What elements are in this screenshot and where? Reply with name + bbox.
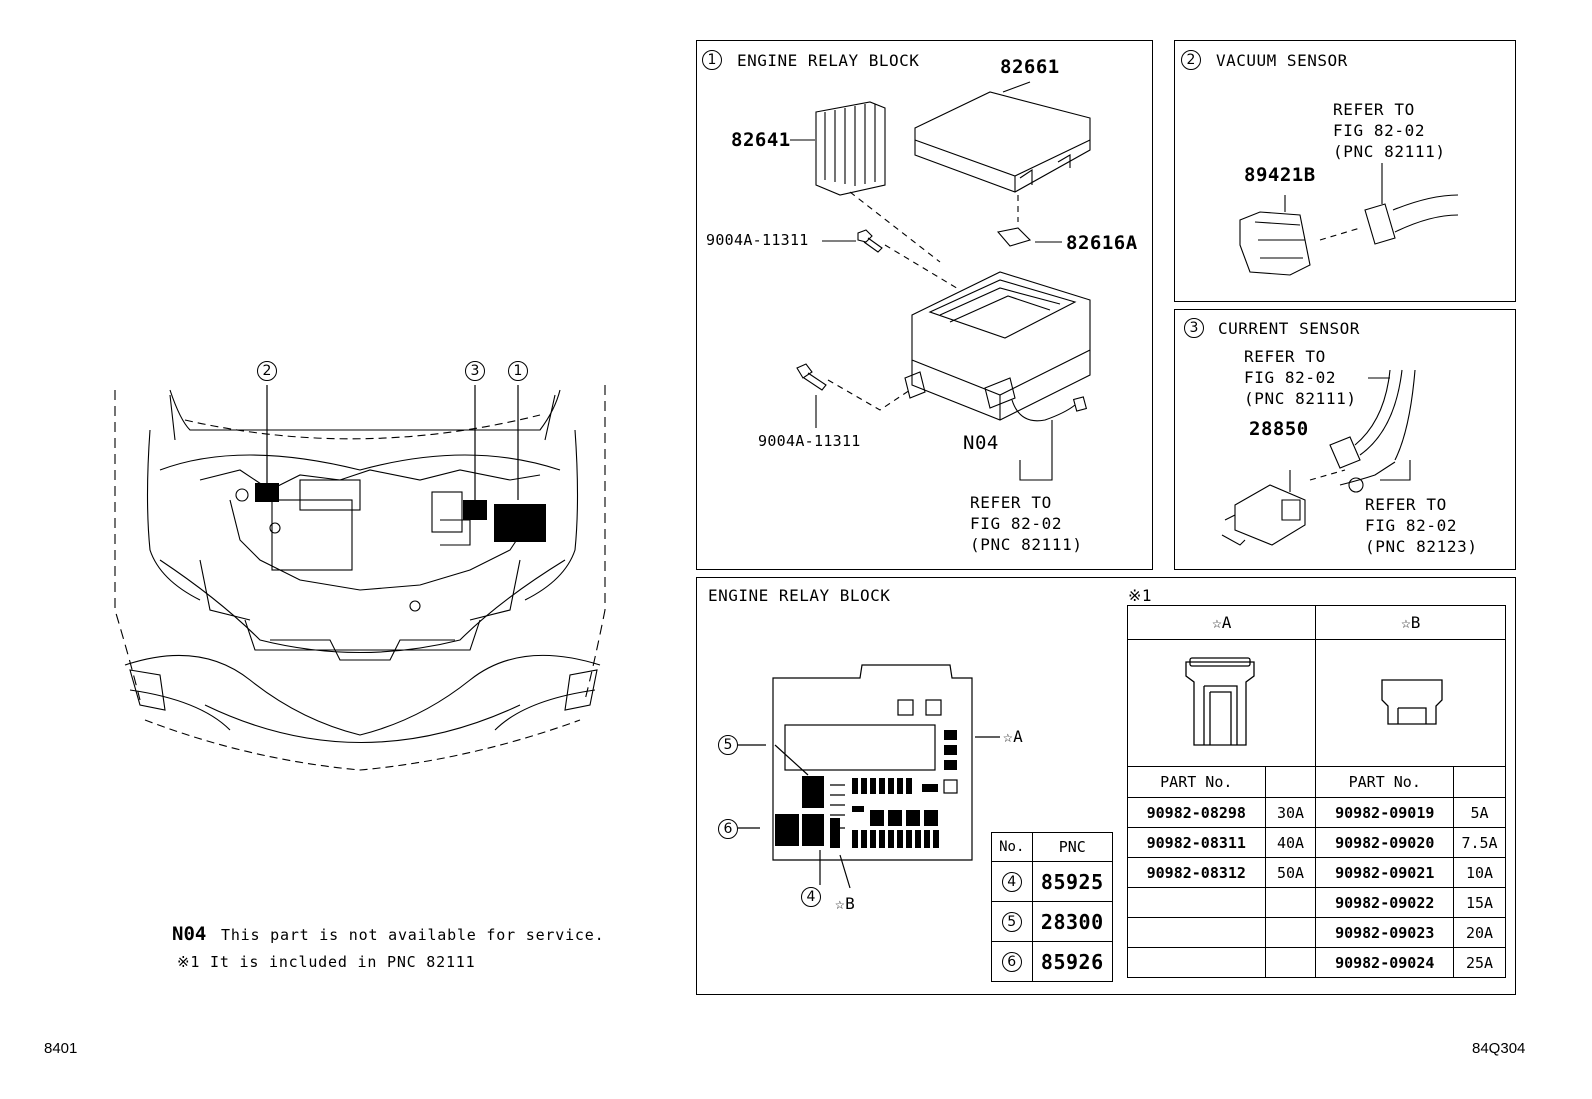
fuse-b-part: 90982-09019 — [1315, 797, 1455, 828]
panel3-title: CURRENT SENSOR — [1218, 319, 1360, 338]
fuse-a-amp — [1264, 887, 1317, 918]
panel2-number: 2 — [1181, 50, 1201, 70]
fuse-a-part — [1127, 947, 1266, 978]
star-b-label: ☆B — [835, 894, 856, 913]
fuse-a-part-label: PART No. — [1127, 766, 1266, 798]
note-mark-1: ※1 — [1128, 586, 1153, 605]
panel-relay-layout — [696, 577, 1516, 995]
fuse-b-amp: 7.5A — [1453, 827, 1506, 858]
fuse-a-amp-label — [1264, 766, 1317, 798]
relay-layout-drawing — [738, 664, 1000, 889]
pnc-row-no-badge: 4 — [1001, 871, 1022, 892]
fuse-a-part: 90982-08311 — [1127, 827, 1266, 858]
relay-layout-fills — [255, 483, 957, 848]
fuse-b-image-cell — [1315, 639, 1506, 767]
car-front-drawing — [114, 385, 606, 771]
pnc-row-no: 4 — [991, 861, 1033, 902]
panel-vacuum-sensor — [1174, 40, 1516, 302]
callout-3: 3 — [465, 361, 485, 381]
panel3-number: 3 — [1184, 318, 1204, 338]
fuse-b-part: 90982-09020 — [1315, 827, 1455, 858]
panel-engine-relay-block — [696, 40, 1153, 570]
panel4-title: ENGINE RELAY BLOCK — [708, 586, 891, 605]
vacuum-sensor-drawing — [1239, 163, 1459, 276]
part-82616a: 82616A — [1066, 232, 1138, 254]
pnc-row-no-badge: 6 — [1001, 951, 1022, 972]
fuse-col-a-header: ☆A — [1126, 605, 1317, 640]
part-9004a-upper: 9004A-11311 — [706, 231, 809, 249]
fuse-b-part: 90982-09023 — [1315, 917, 1455, 948]
callout-6: 6 — [718, 819, 738, 839]
part-9004a-lower: 9004A-11311 — [758, 432, 861, 450]
callout-2: 2 — [257, 361, 277, 381]
part-89421b: 89421B — [1244, 164, 1316, 186]
callout-1: 1 — [508, 361, 528, 381]
fuse-col-b-header: ☆B — [1315, 605, 1506, 640]
fuse-b-amp: 25A — [1453, 947, 1506, 978]
pnc-header-pnc: PNC — [1031, 832, 1114, 862]
pnc-row-no: 6 — [991, 941, 1033, 982]
note-1-text: ※1 It is included in PNC 82111 — [177, 953, 476, 971]
part-82661: 82661 — [1000, 56, 1060, 78]
part-82641: 82641 — [731, 129, 791, 151]
fuse-a-part — [1127, 887, 1266, 918]
part-n04: N04 — [963, 432, 999, 454]
footer-left-code: 8401 — [44, 1040, 78, 1057]
footer-right-code: 84Q304 — [1472, 1040, 1526, 1057]
panel-current-sensor — [1174, 309, 1516, 570]
panel1-title: ENGINE RELAY BLOCK — [737, 51, 920, 70]
fuse-a-part: 90982-08312 — [1127, 857, 1266, 888]
panel1-number: 1 — [702, 50, 722, 70]
fuse-a-part: 90982-08298 — [1127, 797, 1266, 828]
fuse-a-amp: 30A — [1264, 797, 1317, 828]
part-28850: 28850 — [1249, 418, 1309, 440]
pnc-row-value: 28300 — [1031, 901, 1114, 942]
current-sensor-drawing — [1221, 369, 1416, 546]
relay-block-drawing — [790, 81, 1091, 481]
fuse-b-amp: 10A — [1453, 857, 1506, 888]
fuse-b-part: 90982-09021 — [1315, 857, 1455, 888]
fuse-b-part: 90982-09022 — [1315, 887, 1455, 918]
fuse-b-amp: 5A — [1453, 797, 1506, 828]
pnc-header-no: No. — [991, 832, 1033, 862]
fuse-b-part-label: PART No. — [1315, 766, 1455, 798]
callout-4: 4 — [801, 887, 821, 907]
fuse-a-amp: 50A — [1264, 857, 1317, 888]
fuse-a-amp — [1264, 917, 1317, 948]
pnc-row-no-badge: 5 — [1001, 911, 1022, 932]
fuse-a-amp: 40A — [1264, 827, 1317, 858]
fuse-b-amp: 20A — [1453, 917, 1506, 948]
panel2-title: VACUUM SENSOR — [1216, 51, 1348, 70]
fuse-a-image-cell — [1126, 639, 1317, 767]
fuse-b-part: 90982-09024 — [1315, 947, 1455, 978]
callout-5: 5 — [718, 735, 738, 755]
note-n04-code: N04 — [172, 923, 207, 945]
star-a-label: ☆A — [1003, 727, 1024, 746]
pnc-row-value: 85925 — [1031, 861, 1114, 902]
pnc-row-no: 5 — [991, 901, 1033, 942]
fuse-b-amp-label — [1453, 766, 1506, 798]
fuse-table: ☆A ☆B PART No. PART No. 90982-08298 30A … — [1126, 605, 1506, 978]
pnc-row-value: 85926 — [1031, 941, 1114, 982]
note-n04-text: This part is not available for service. — [221, 926, 605, 944]
fuse-a-part — [1127, 917, 1266, 948]
pnc-table: No. PNC 4 85925 5 28300 6 85926 — [991, 832, 1114, 982]
fuse-b-amp: 15A — [1453, 887, 1506, 918]
fuse-a-amp — [1264, 947, 1317, 978]
